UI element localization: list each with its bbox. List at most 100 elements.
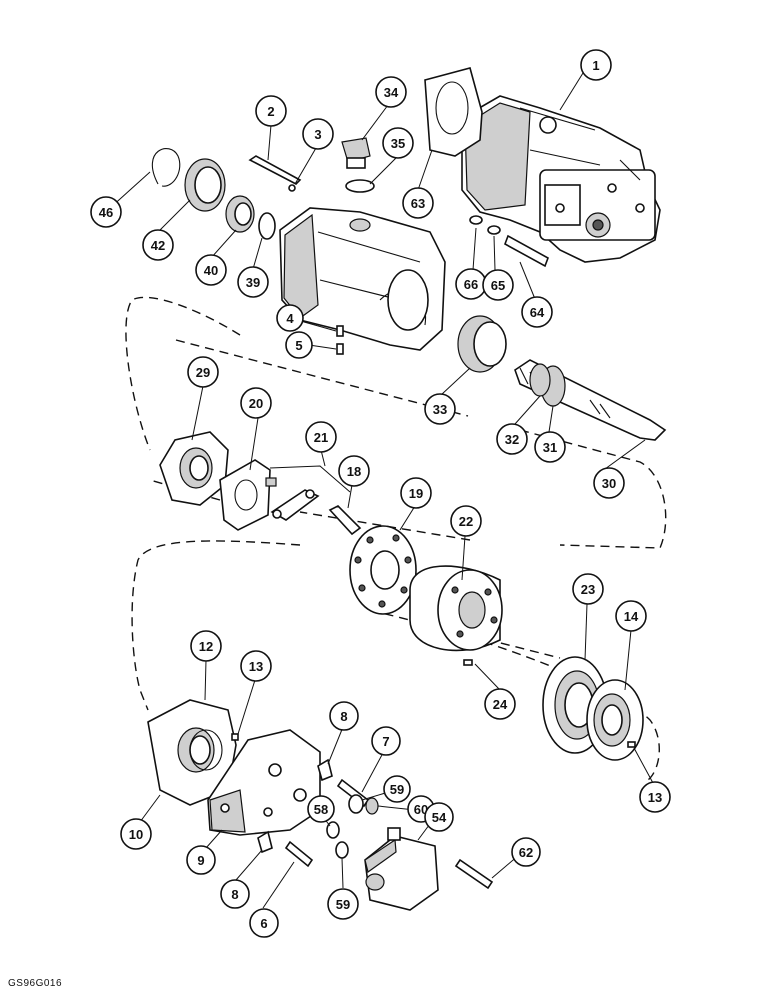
callout-65: 65 [482,269,514,301]
svg-text:29: 29 [196,365,210,380]
svg-text:3: 3 [314,127,321,142]
svg-text:4: 4 [286,311,294,326]
svg-text:33: 33 [433,402,447,417]
part-24-pin [463,659,473,666]
part-10-end-plate [147,699,237,806]
part-33-bearing-cup [457,315,507,373]
part-32-gear [529,363,551,397]
callout-31: 31 [534,431,566,463]
callout-32: 32 [496,423,528,455]
part-21-link [265,477,320,521]
svg-text:30: 30 [602,476,616,491]
svg-text:35: 35 [391,136,405,151]
callout-46: 46 [90,196,122,228]
part-6-bolt [284,840,314,868]
callout-1: 1 [580,49,612,81]
part-3-washer [288,184,296,192]
part-20-plate [219,459,271,531]
svg-text:60: 60 [414,802,428,817]
callout-7: 7 [371,726,401,756]
callout-24: 24 [484,688,516,720]
part-59-seal-upper [348,794,364,814]
callout-19: 19 [400,477,432,509]
svg-text:8: 8 [340,709,347,724]
svg-text:14: 14 [624,609,639,624]
leader-lines [109,72,654,909]
part-54-valve-block [364,827,439,911]
svg-text:42: 42 [151,238,165,253]
svg-text:63: 63 [411,196,425,211]
part-60-seal [365,797,379,815]
part-14-swashplate [586,679,644,761]
figure-id-label: GS96G016 [8,978,63,989]
callout-58: 58 [307,795,335,823]
callout-20: 20 [240,387,272,419]
svg-text:58: 58 [314,802,328,817]
part-66-washer [469,215,483,225]
svg-text:13: 13 [249,659,263,674]
callout-54: 54 [424,802,454,832]
part-9-charge-pump-body [207,729,321,836]
part-29-cover [159,431,229,506]
pump-housing [279,207,446,351]
callout-63: 63 [402,187,434,219]
svg-text:32: 32 [505,432,519,447]
part-40-bearing [225,195,255,233]
part-1-pump-assembly [461,95,661,263]
callout-29: 29 [187,356,219,388]
part-8-clip-upper [317,758,333,782]
svg-text:20: 20 [249,396,263,411]
callout-8-upper: 8 [329,701,359,731]
svg-text:18: 18 [347,464,361,479]
part-13-pin-right [627,741,636,748]
part-19-valve-plate [349,525,417,615]
svg-text:34: 34 [384,85,399,100]
callout-8-lower: 8 [220,879,250,909]
part-65-washer [487,225,501,235]
callout-21: 21 [305,421,337,453]
svg-text:65: 65 [491,278,505,293]
part-2-bolt [248,155,302,185]
callout-64: 64 [521,296,553,328]
part-59-seal-lower [335,841,349,859]
svg-text:2: 2 [267,104,274,119]
callout-13-right: 13 [639,781,671,813]
svg-text:7: 7 [382,734,389,749]
svg-text:66: 66 [464,277,478,292]
callout-62: 62 [511,837,541,867]
callout-34: 34 [375,76,407,108]
callout-6: 6 [249,908,279,938]
part-46-snap-ring [151,148,181,187]
part-63-gasket [424,67,483,157]
callout-23: 23 [572,573,604,605]
callout-30: 30 [593,467,625,499]
callout-59-lower: 59 [327,888,359,920]
svg-text:62: 62 [519,845,533,860]
svg-text:31: 31 [543,440,557,455]
part-62-bolt [454,858,494,890]
svg-text:19: 19 [409,486,423,501]
svg-text:12: 12 [199,639,213,654]
svg-text:9: 9 [197,853,204,868]
upper-group-dashed-outline [125,296,667,549]
svg-text:8: 8 [231,887,238,902]
callout-4: 4 [276,304,304,332]
part-5-pin [336,343,344,355]
svg-text:40: 40 [204,263,218,278]
callout-66: 66 [455,268,487,300]
part-39-o-ring [258,212,276,240]
svg-text:46: 46 [99,205,113,220]
part-64-bolt [504,234,549,268]
svg-text:13: 13 [648,790,662,805]
svg-text:23: 23 [581,582,595,597]
svg-text:24: 24 [493,697,508,712]
svg-text:10: 10 [129,827,143,842]
callout-14: 14 [615,600,647,632]
callouts: 1 2 3 34 35 63 46 42 40 39 66 65 64 4 5 … [90,49,671,938]
callout-42: 42 [142,229,174,261]
part-18-pin [328,505,362,536]
svg-text:1: 1 [592,58,599,73]
callout-18: 18 [338,455,370,487]
part-42-seal [184,158,226,212]
